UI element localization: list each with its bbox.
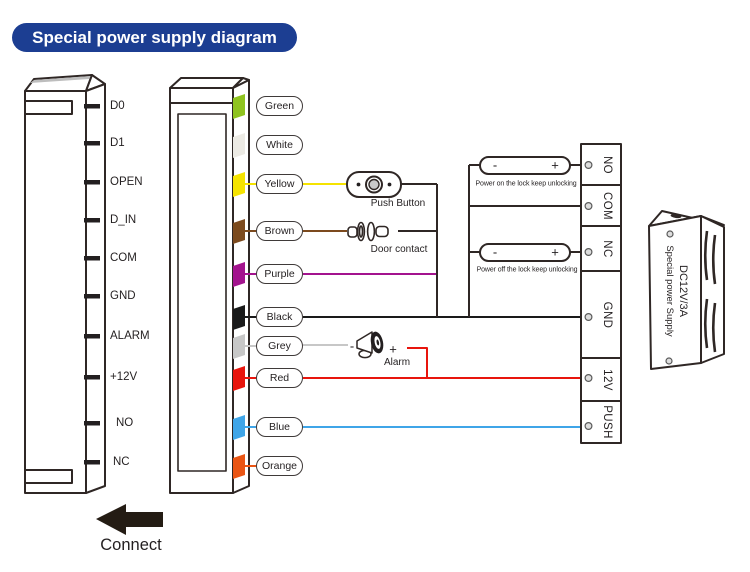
diagram-title: Special power supply diagram: [12, 23, 297, 52]
wire-tag-grey: Grey: [256, 336, 303, 356]
wire-tag-label: Grey: [268, 340, 291, 352]
pad-green: [233, 94, 245, 119]
alarm-caption: Alarm: [383, 357, 411, 368]
wire-tag-label: Purple: [264, 268, 295, 280]
wire-tag-red: Red: [256, 368, 303, 388]
connect-arrow-icon: [96, 504, 163, 535]
power-supply-name: Special power Supply: [664, 245, 675, 337]
relay-terminal-block: [580, 143, 622, 444]
wire-tag-label: White: [266, 139, 293, 151]
lock2-plus-sign: +: [551, 244, 559, 260]
lock-capsule-power-off: [479, 243, 571, 262]
power-supply-box: [648, 210, 725, 370]
wire-tag-label: Black: [266, 311, 293, 323]
push-button-caption: Push Button: [370, 198, 426, 209]
terminal-label-d0: D0: [110, 100, 125, 112]
door-contact-icon: [347, 221, 389, 242]
terminal-label-com: COM: [110, 252, 137, 264]
power-supply-model: DC12V/3A: [677, 265, 689, 317]
block-label-push: PUSH: [601, 405, 613, 439]
terminal-pins: [84, 104, 100, 465]
controller-wiring-box: [169, 77, 250, 494]
wire-terminal-pads: [233, 94, 245, 479]
terminal-label-no: NO: [116, 417, 134, 429]
lock1-minus-sign: -: [492, 157, 498, 173]
power-on-note: Power on the lock keep unlocking: [475, 180, 577, 188]
vent-slots: [703, 230, 717, 353]
wire-tag-label: Green: [264, 100, 295, 112]
alarm-plus-red-branch: [407, 347, 428, 377]
wires: [303, 164, 581, 428]
door-contact-caption: Door contact: [370, 244, 428, 255]
push-button-icon: [346, 171, 402, 198]
wire-tag-yellow: Yellow: [256, 174, 303, 194]
alarm-plus-sign: +: [389, 341, 397, 357]
power-off-note: Power off the lock keep unlocking: [476, 266, 578, 274]
pad-red: [233, 366, 245, 391]
terminal-label-12v: +12V: [110, 371, 138, 383]
block-label-12v: 12V: [601, 369, 613, 391]
block-label-no: NO: [601, 155, 613, 175]
wire-tag-label: Yellow: [264, 178, 295, 190]
lock-capsule-power-on: [479, 156, 571, 175]
pad-yellow: [233, 172, 245, 197]
wire-tag-label: Red: [269, 372, 290, 384]
connect-label: Connect: [100, 536, 162, 554]
block-label-com: COM: [601, 191, 613, 221]
alarm-icon: [356, 331, 384, 359]
wire-tag-label: Blue: [268, 421, 290, 433]
wire-tag-brown: Brown: [256, 221, 303, 241]
wire-tag-orange: Orange: [256, 456, 303, 476]
lock2-minus-sign: -: [492, 244, 498, 260]
block-label-gnd: GND: [601, 301, 613, 329]
lock1-plus-sign: +: [551, 157, 559, 173]
terminal-label-alarm: ALARM: [110, 330, 150, 342]
wire-tag-blue: Blue: [256, 417, 303, 437]
pad-grey: [233, 334, 245, 359]
wire-tag-label: Orange: [261, 460, 298, 472]
pad-black: [233, 305, 245, 330]
pad-purple: [233, 262, 245, 287]
pad-white: [233, 133, 245, 158]
wire-tag-white: White: [256, 135, 303, 155]
terminal-label-nc: NC: [113, 456, 130, 468]
power-supply-label: DC12V/3A Special power Supply: [663, 245, 689, 336]
wire-tag-label: Brown: [264, 225, 295, 237]
terminal-label-din: D_IN: [110, 214, 137, 226]
wire-tag-green: Green: [256, 96, 303, 116]
alarm-minus-sign: -: [349, 338, 355, 354]
wire-tag-purple: Purple: [256, 264, 303, 284]
terminal-label-gnd: GND: [110, 290, 136, 302]
terminal-label-d1: D1: [110, 137, 125, 149]
block-label-nc: NC: [601, 240, 613, 258]
wire-stubs: [245, 183, 256, 467]
pad-brown: [233, 219, 245, 244]
pad-orange: [233, 454, 245, 479]
access-controller-box: [24, 74, 106, 494]
pad-blue: [233, 415, 245, 440]
terminal-label-open: OPEN: [110, 176, 143, 188]
wire-tag-black: Black: [256, 307, 303, 327]
